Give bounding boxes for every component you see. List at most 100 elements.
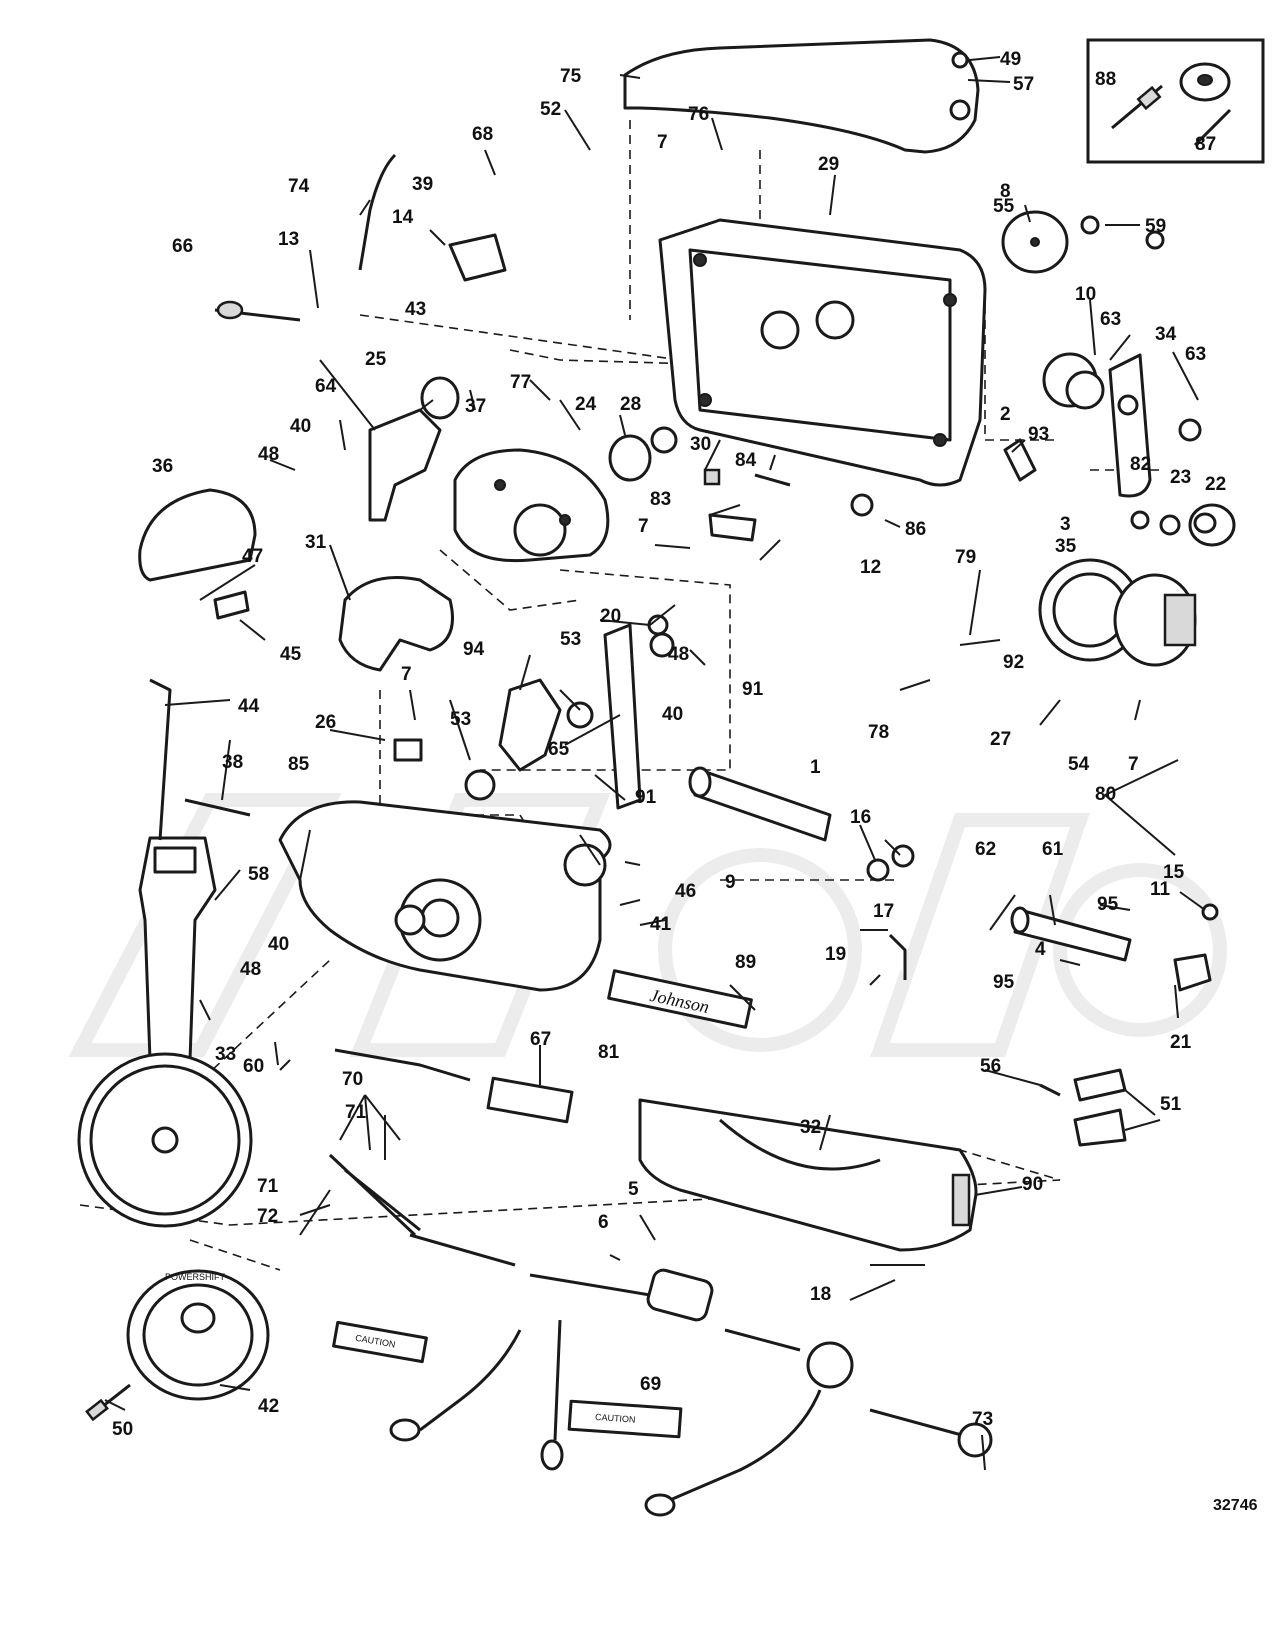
part-74-cable [358,153,397,271]
callout-53-a: 53 [560,629,581,650]
callout-numbers: 1 2 3 4 5 6 7 7 7 7 8 9 10 11 12 13 14 1… [112,49,1226,1440]
callout-20: 20 [600,606,621,627]
callout-13: 13 [278,229,299,250]
callout-19: 19 [825,944,846,965]
callout-8: 8 [1000,181,1011,202]
callout-93: 93 [1028,424,1049,445]
part-64-cam [368,408,442,522]
callout-48-b: 48 [668,644,689,665]
part-37-rear-plate [453,448,610,563]
part-22-bushing [1188,503,1236,547]
callout-6: 6 [598,1212,609,1233]
callout-3: 3 [1060,514,1071,535]
small-parts [213,51,1232,1147]
callout-40-c: 40 [268,934,289,955]
callout-10: 10 [1075,284,1096,305]
callout-2: 2 [1000,404,1011,425]
part-35-switch-body [1113,573,1197,667]
callout-89: 89 [735,952,756,973]
callout-36: 36 [152,456,173,477]
part-61-shaft [1010,906,1132,962]
part-85-lower-housing [278,800,612,992]
callout-24: 24 [575,394,597,415]
callout-15: 15 [1163,862,1185,883]
callout-35: 35 [1055,536,1077,557]
callout-51: 51 [1160,1094,1182,1115]
callout-25: 25 [365,349,387,370]
callout-11: 11 [1150,879,1171,900]
part-66-pin [214,300,301,322]
inset-box [1086,38,1265,164]
callout-87: 87 [1195,134,1216,155]
callout-69: 69 [640,1374,661,1395]
callout-81: 81 [598,1042,620,1063]
callout-23: 23 [1170,467,1191,488]
callout-54: 54 [1068,754,1090,775]
callout-48-a: 48 [258,444,279,465]
callout-26: 26 [315,712,336,733]
callout-34: 34 [1155,324,1177,345]
part-44-shift-rod [149,678,172,841]
callout-33: 33 [215,1044,236,1065]
callout-50: 50 [112,1419,133,1440]
callout-9: 9 [725,872,736,893]
callout-40-b: 40 [662,704,683,725]
caution-label-left: CAUTION [332,1320,428,1364]
callout-29: 29 [818,154,839,175]
callout-16: 16 [850,807,871,828]
part-75-top-cover [623,38,980,154]
callout-94: 94 [463,639,485,660]
part-55-disc [1001,210,1069,274]
callout-52: 52 [540,99,561,120]
callout-86: 86 [905,519,926,540]
callout-7-c: 7 [401,664,412,685]
part-42-knob-plate: POWERSHIFT [126,1269,270,1401]
callout-60: 60 [243,1056,264,1077]
callout-38: 38 [222,752,243,773]
callout-83: 83 [650,489,671,510]
stud-88 [1111,84,1163,130]
callout-82: 82 [1130,454,1151,475]
callout-72: 72 [257,1206,278,1227]
callout-47: 47 [242,546,263,567]
callout-21: 21 [1170,1032,1192,1053]
callout-61: 61 [1042,839,1064,860]
callout-77: 77 [510,372,531,393]
callout-5: 5 [628,1179,639,1200]
callout-43: 43 [405,299,426,320]
callout-64: 64 [315,376,337,397]
callout-55: 55 [993,196,1015,217]
part-32-lower-cover [638,1098,978,1252]
callout-56: 56 [980,1056,1001,1077]
callout-62: 62 [975,839,996,860]
callout-12: 12 [860,557,881,578]
callout-91-a: 91 [742,679,764,700]
figure-number: 32746 [1213,1497,1258,1514]
callout-75: 75 [560,66,582,87]
callout-32: 32 [800,1117,821,1138]
callout-28: 28 [620,394,641,415]
leader-lines [104,56,1206,1471]
callout-7-d: 7 [1128,754,1139,775]
callout-7-b: 7 [638,516,649,537]
callout-73: 73 [972,1409,993,1430]
callout-49: 49 [1000,49,1021,70]
callout-45: 45 [280,644,302,665]
caution-label-center-text: CAUTION [595,1412,636,1425]
callout-44: 44 [238,696,260,717]
callout-31: 31 [305,532,327,553]
callout-63-b: 63 [1185,344,1206,365]
callout-40-a: 40 [290,416,311,437]
callout-46: 46 [675,881,696,902]
callout-66: 66 [172,236,193,257]
knob-ring-text: POWERSHIFT [165,1272,226,1282]
callout-22: 22 [1205,474,1226,495]
part-94-lever [498,678,562,772]
callout-90: 90 [1022,1174,1043,1195]
part-38-spring [184,798,251,817]
callout-65: 65 [548,739,570,760]
callout-27: 27 [990,729,1011,750]
washer-87 [1179,62,1231,102]
part-1-shaft [688,766,832,842]
part-31-gear-plate [338,576,454,672]
